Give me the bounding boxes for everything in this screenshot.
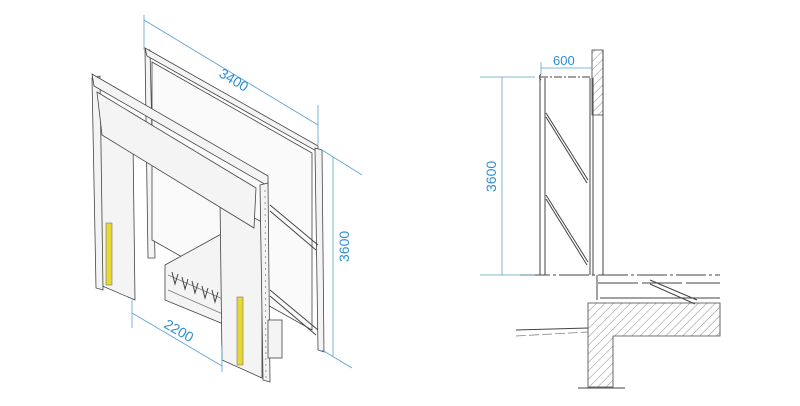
front-frame [91,73,271,383]
dimension-600: 600 [540,53,592,74]
isometric-view: 3400 3600 2200 [91,15,363,383]
dimension-label-3600-side: 3600 [483,161,499,192]
loading-dock-slab [587,302,721,388]
dimension-label-3600-iso: 3600 [336,231,352,262]
side-view: 600 3600 [480,49,721,389]
dimension-3600-side: 3600 [480,76,535,276]
bumper [267,319,283,359]
dimension-label-3400: 3400 [216,65,251,95]
marker-strip-right [236,296,244,366]
dimension-3600-iso: 3600 [321,149,363,369]
top-curtain [96,91,257,229]
side-braces [269,204,319,336]
marker-strip-left [105,222,113,286]
wall-upper [591,49,604,116]
dimension-label-600: 600 [553,53,575,68]
